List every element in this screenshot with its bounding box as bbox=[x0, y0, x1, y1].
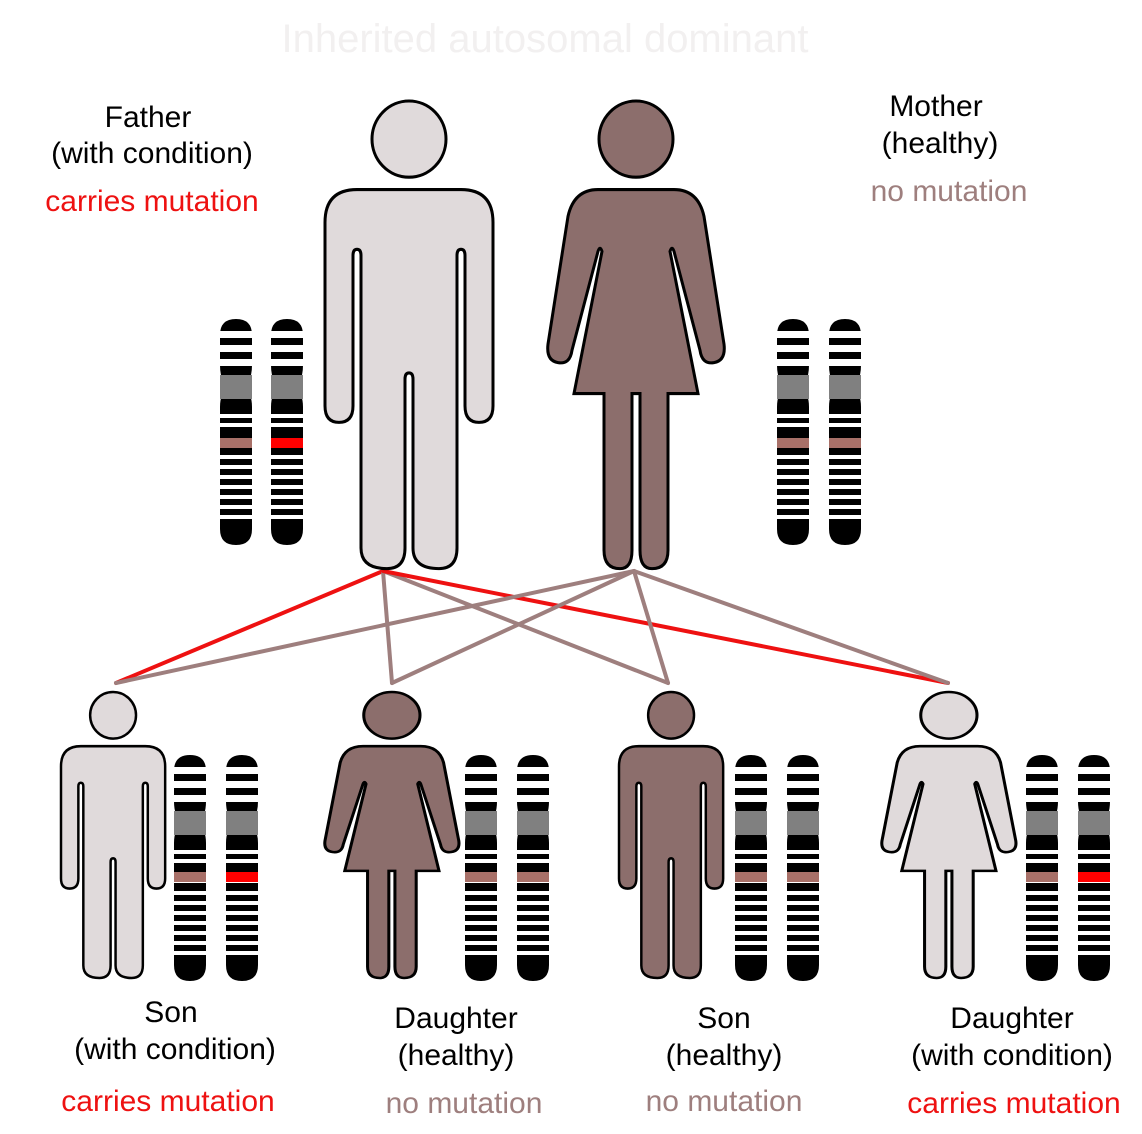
mother-to-son-2-line bbox=[632, 569, 670, 685]
child-2-name: Daughter bbox=[394, 1002, 517, 1035]
chromosome-icon bbox=[220, 319, 252, 545]
inheritance-lines bbox=[114, 569, 950, 685]
child-3-condition: (healthy) bbox=[666, 1039, 783, 1072]
chromosome-icon bbox=[226, 755, 258, 981]
father-to-son-line bbox=[114, 569, 385, 685]
child-2-condition: (healthy) bbox=[398, 1039, 515, 1072]
chromosome-pair bbox=[174, 755, 258, 981]
female-figure-icon bbox=[323, 690, 461, 980]
child-daughter-affected: Daughter (with condition) carries mutati… bbox=[880, 690, 1121, 1120]
diagram-title: Inherited autosomal dominant bbox=[282, 17, 809, 61]
chromosome-icon bbox=[1026, 755, 1058, 981]
mother-condition: (healthy) bbox=[882, 127, 999, 160]
female-figure-icon bbox=[880, 690, 1018, 980]
mother-status: no mutation bbox=[871, 175, 1028, 208]
mother-to-son-line bbox=[114, 569, 636, 685]
father-to-daughter-line bbox=[381, 569, 394, 685]
child-2-status: no mutation bbox=[386, 1087, 543, 1120]
father-to-daughter-2-line bbox=[381, 569, 950, 685]
chromosome-icon bbox=[174, 755, 206, 981]
chromosome-pair bbox=[220, 319, 303, 545]
child-1-status: carries mutation bbox=[61, 1085, 274, 1118]
chromosome-pair bbox=[1026, 755, 1110, 981]
chromosome-icon bbox=[777, 319, 809, 545]
chromosome-icon bbox=[829, 319, 861, 545]
female-figure-icon bbox=[546, 99, 726, 571]
child-3-status: no mutation bbox=[646, 1085, 803, 1118]
child-4-name: Daughter bbox=[950, 1002, 1073, 1035]
father-status: carries mutation bbox=[45, 185, 258, 218]
chromosome-icon bbox=[735, 755, 767, 981]
chromosome-icon bbox=[271, 319, 303, 545]
chromosome-pair bbox=[465, 755, 549, 981]
chromosome-icon bbox=[1078, 755, 1110, 981]
chromosome-pair bbox=[735, 755, 819, 981]
child-son-affected: Son (with condition) carries mutation bbox=[59, 690, 276, 1118]
child-son-healthy: Son (healthy) no mutation bbox=[617, 690, 819, 1118]
child-1-condition: (with condition) bbox=[74, 1033, 276, 1066]
father-condition: (with condition) bbox=[51, 137, 253, 170]
chromosome-icon bbox=[787, 755, 819, 981]
chromosome-icon bbox=[517, 755, 549, 981]
child-daughter-healthy: Daughter (healthy) no mutation bbox=[323, 690, 549, 1120]
child-1-name: Son bbox=[144, 996, 197, 1029]
child-4-status: carries mutation bbox=[907, 1087, 1120, 1120]
mother-to-daughter-line bbox=[390, 569, 636, 685]
child-4-condition: (with condition) bbox=[911, 1039, 1113, 1072]
male-figure-icon bbox=[59, 690, 167, 980]
mother-to-daughter-2-line bbox=[632, 569, 950, 685]
chromosome-pair bbox=[777, 319, 861, 545]
father-name: Father bbox=[105, 101, 192, 134]
mother-group: Mother (healthy) no mutation bbox=[546, 90, 1028, 571]
father-to-son-2-line bbox=[381, 569, 670, 685]
male-figure-icon bbox=[323, 99, 495, 571]
father-group: Father (with condition) carries mutation bbox=[45, 99, 495, 571]
child-3-name: Son bbox=[697, 1002, 750, 1035]
chromosome-icon bbox=[465, 755, 497, 981]
mother-name: Mother bbox=[889, 90, 982, 123]
male-figure-icon bbox=[617, 690, 725, 980]
